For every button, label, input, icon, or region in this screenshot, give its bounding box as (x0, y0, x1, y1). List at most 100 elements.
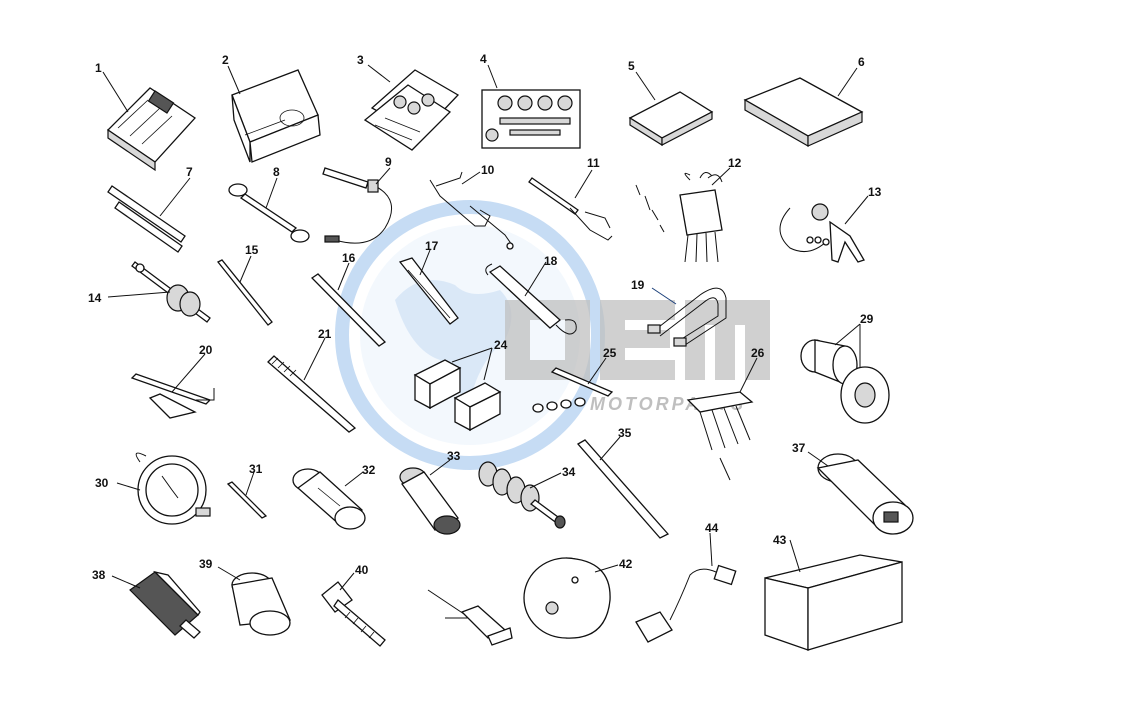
part-14-puller (131, 261, 211, 323)
label-25: 25 (603, 346, 617, 360)
part-9-flex-probe (322, 167, 393, 244)
leader-35 (599, 436, 621, 461)
label-15: 15 (245, 243, 259, 257)
leader-19 (651, 287, 677, 305)
leader-5 (635, 71, 656, 101)
part-18-gauge-tool (485, 263, 577, 335)
part-38-knurled (129, 570, 201, 639)
label-29: 29 (860, 312, 874, 326)
label-24: 24 (494, 338, 508, 352)
leader-6 (837, 67, 858, 97)
leader-12 (711, 167, 731, 186)
label-5: 5 (628, 59, 635, 73)
part-25-pins (532, 367, 614, 413)
part-13-pump (779, 203, 865, 263)
leader-29a (834, 323, 861, 346)
label-40: 40 (355, 563, 369, 577)
leader-8 (265, 177, 278, 209)
part-2-case (231, 69, 321, 163)
label-2: 2 (222, 53, 229, 67)
leader-24a (451, 347, 493, 363)
leader-44 (709, 532, 713, 567)
part-11-l-wrench (528, 177, 613, 241)
part-32-slotted-sleeve (292, 468, 366, 530)
part-1-tester (106, 87, 196, 172)
leader-10 (461, 171, 481, 185)
label-43: 43 (773, 533, 787, 547)
part-35-shaft (576, 439, 670, 539)
part-20-bracket (130, 373, 215, 419)
part-37-socket (816, 453, 914, 535)
leader-11 (574, 169, 593, 199)
leader-18 (524, 261, 547, 297)
label-21: 21 (318, 327, 332, 341)
part-29-sleeves (800, 339, 890, 424)
leader-7 (159, 177, 191, 217)
leader-31 (245, 471, 255, 496)
leader-3 (367, 64, 391, 83)
part-3-socket-kit (363, 69, 460, 151)
label-1: 1 (95, 61, 102, 75)
label-39: 39 (199, 557, 213, 571)
leader-26 (739, 357, 758, 393)
part-12-leads (635, 172, 723, 263)
leader-40 (339, 572, 355, 591)
part-10-bracket (429, 171, 514, 250)
part-6-book (743, 77, 864, 148)
label-33: 33 (447, 449, 461, 463)
watermark-globe (335, 200, 605, 470)
label-31: 31 (249, 462, 263, 476)
label-32: 32 (362, 463, 376, 477)
leader-43 (789, 539, 801, 573)
part-17-blade (398, 257, 459, 325)
part-4-toolbox (481, 89, 581, 149)
part-24-v-blocks (413, 359, 502, 432)
part-key-tool (427, 589, 513, 646)
label-42: 42 (619, 557, 633, 571)
label-38: 38 (92, 568, 106, 582)
leader-1 (102, 71, 129, 113)
part-39-bushing (231, 572, 291, 636)
leader-37 (807, 451, 829, 467)
label-26: 26 (751, 346, 765, 360)
part-8-wrench (228, 183, 310, 243)
label-6: 6 (858, 55, 865, 69)
label-4: 4 (480, 52, 487, 66)
leader-38 (111, 575, 141, 589)
leader-30 (116, 482, 141, 491)
leader-17 (419, 249, 431, 276)
part-15-driver (216, 259, 273, 326)
part-34-ribbed-tool (478, 461, 566, 529)
label-10: 10 (481, 163, 495, 177)
leader-9 (375, 167, 391, 185)
leader-14 (107, 291, 171, 298)
leader-16 (337, 262, 350, 291)
label-37: 37 (792, 441, 806, 455)
leader-15 (239, 255, 252, 283)
part-31-pin (226, 481, 268, 519)
label-8: 8 (273, 165, 280, 179)
label-17: 17 (425, 239, 439, 253)
part-33-adapter (399, 467, 461, 535)
part-30-dial-gauge (135, 452, 211, 525)
part-42-flywheel (523, 557, 611, 639)
label-16: 16 (342, 251, 356, 265)
label-14: 14 (88, 291, 102, 305)
watermark: MOTORPARTS (335, 200, 770, 470)
leader-42 (594, 564, 619, 573)
part-26-probe-set (686, 391, 754, 481)
part-43-box (764, 554, 903, 651)
label-3: 3 (357, 53, 364, 67)
part-44-harness (635, 564, 737, 643)
part-21-threaded-rod (267, 355, 357, 433)
leader-20 (171, 353, 206, 393)
part-16-rod (310, 273, 387, 347)
label-19: 19 (631, 278, 645, 292)
label-7: 7 (186, 165, 193, 179)
label-44: 44 (705, 521, 719, 535)
part-5-manual (628, 91, 714, 147)
leader-21 (303, 337, 326, 381)
label-20: 20 (199, 343, 213, 357)
part-19-hose (647, 287, 727, 347)
